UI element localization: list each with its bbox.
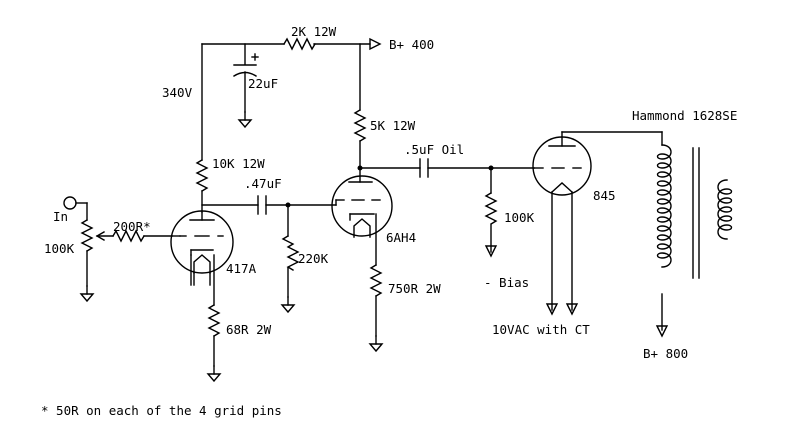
b400-terminal: [369, 37, 382, 51]
bias-arrow: [484, 245, 498, 258]
capacitor-5uf: [419, 158, 429, 178]
label-r-10k: 10K 12W: [212, 156, 265, 171]
footnote: * 50R on each of the 4 grid pins: [41, 403, 282, 418]
label-bias: - Bias: [484, 275, 529, 290]
label-c-5uf: .5uF Oil: [404, 142, 464, 157]
label-pot-100k: 100K: [44, 241, 75, 256]
label-r-200r: 200R*: [113, 219, 151, 234]
label-tube-417a: 417A: [226, 261, 257, 276]
label-tube-6ah4: 6AH4: [386, 230, 416, 245]
resistor-10k: [195, 159, 209, 192]
label-b800: B+ 800: [643, 346, 688, 361]
label-r-5k: 5K 12W: [370, 118, 416, 133]
tube-417a: [170, 210, 234, 274]
label-r-2k: 2K 12W: [291, 24, 337, 39]
resistor-68r: [207, 304, 221, 337]
label-heater: 10VAC with CT: [492, 322, 590, 337]
label-transformer: Hammond 1628SE: [632, 108, 737, 123]
label-r-100k: 100K: [504, 210, 535, 225]
label-r-220k: 220K: [298, 251, 329, 266]
resistor-100k: [484, 192, 498, 225]
label-tube-845: 845: [593, 188, 616, 203]
input-jack: [63, 196, 88, 221]
label-340v: 340V: [162, 85, 193, 100]
label-c-47uf: .47uF: [244, 176, 282, 191]
resistor-220k: [281, 235, 300, 271]
capacitor-22uf: [233, 43, 259, 128]
resistor-5k: [353, 109, 367, 142]
heater-arrow-left: [545, 303, 559, 316]
label-r-68r: 68R 2W: [226, 322, 272, 337]
potentiometer-100k: [80, 219, 94, 252]
capacitor-47uf: [257, 195, 267, 215]
label-b400: B+ 400: [389, 37, 434, 52]
b-plus-rail: [201, 37, 382, 51]
resistor-750r: [369, 264, 383, 297]
label-r-750r: 750R 2W: [388, 281, 441, 296]
tube-6ah4: [331, 175, 393, 238]
heater-arrow-right: [565, 303, 579, 316]
tube-845: [532, 131, 592, 196]
resistor-2k: [283, 37, 316, 51]
label-c22uf: 22uF: [248, 76, 278, 91]
resistor-200r: [112, 229, 145, 243]
output-transformer: [656, 144, 733, 279]
label-in: In: [53, 209, 68, 224]
b800-arrow: [655, 325, 669, 338]
